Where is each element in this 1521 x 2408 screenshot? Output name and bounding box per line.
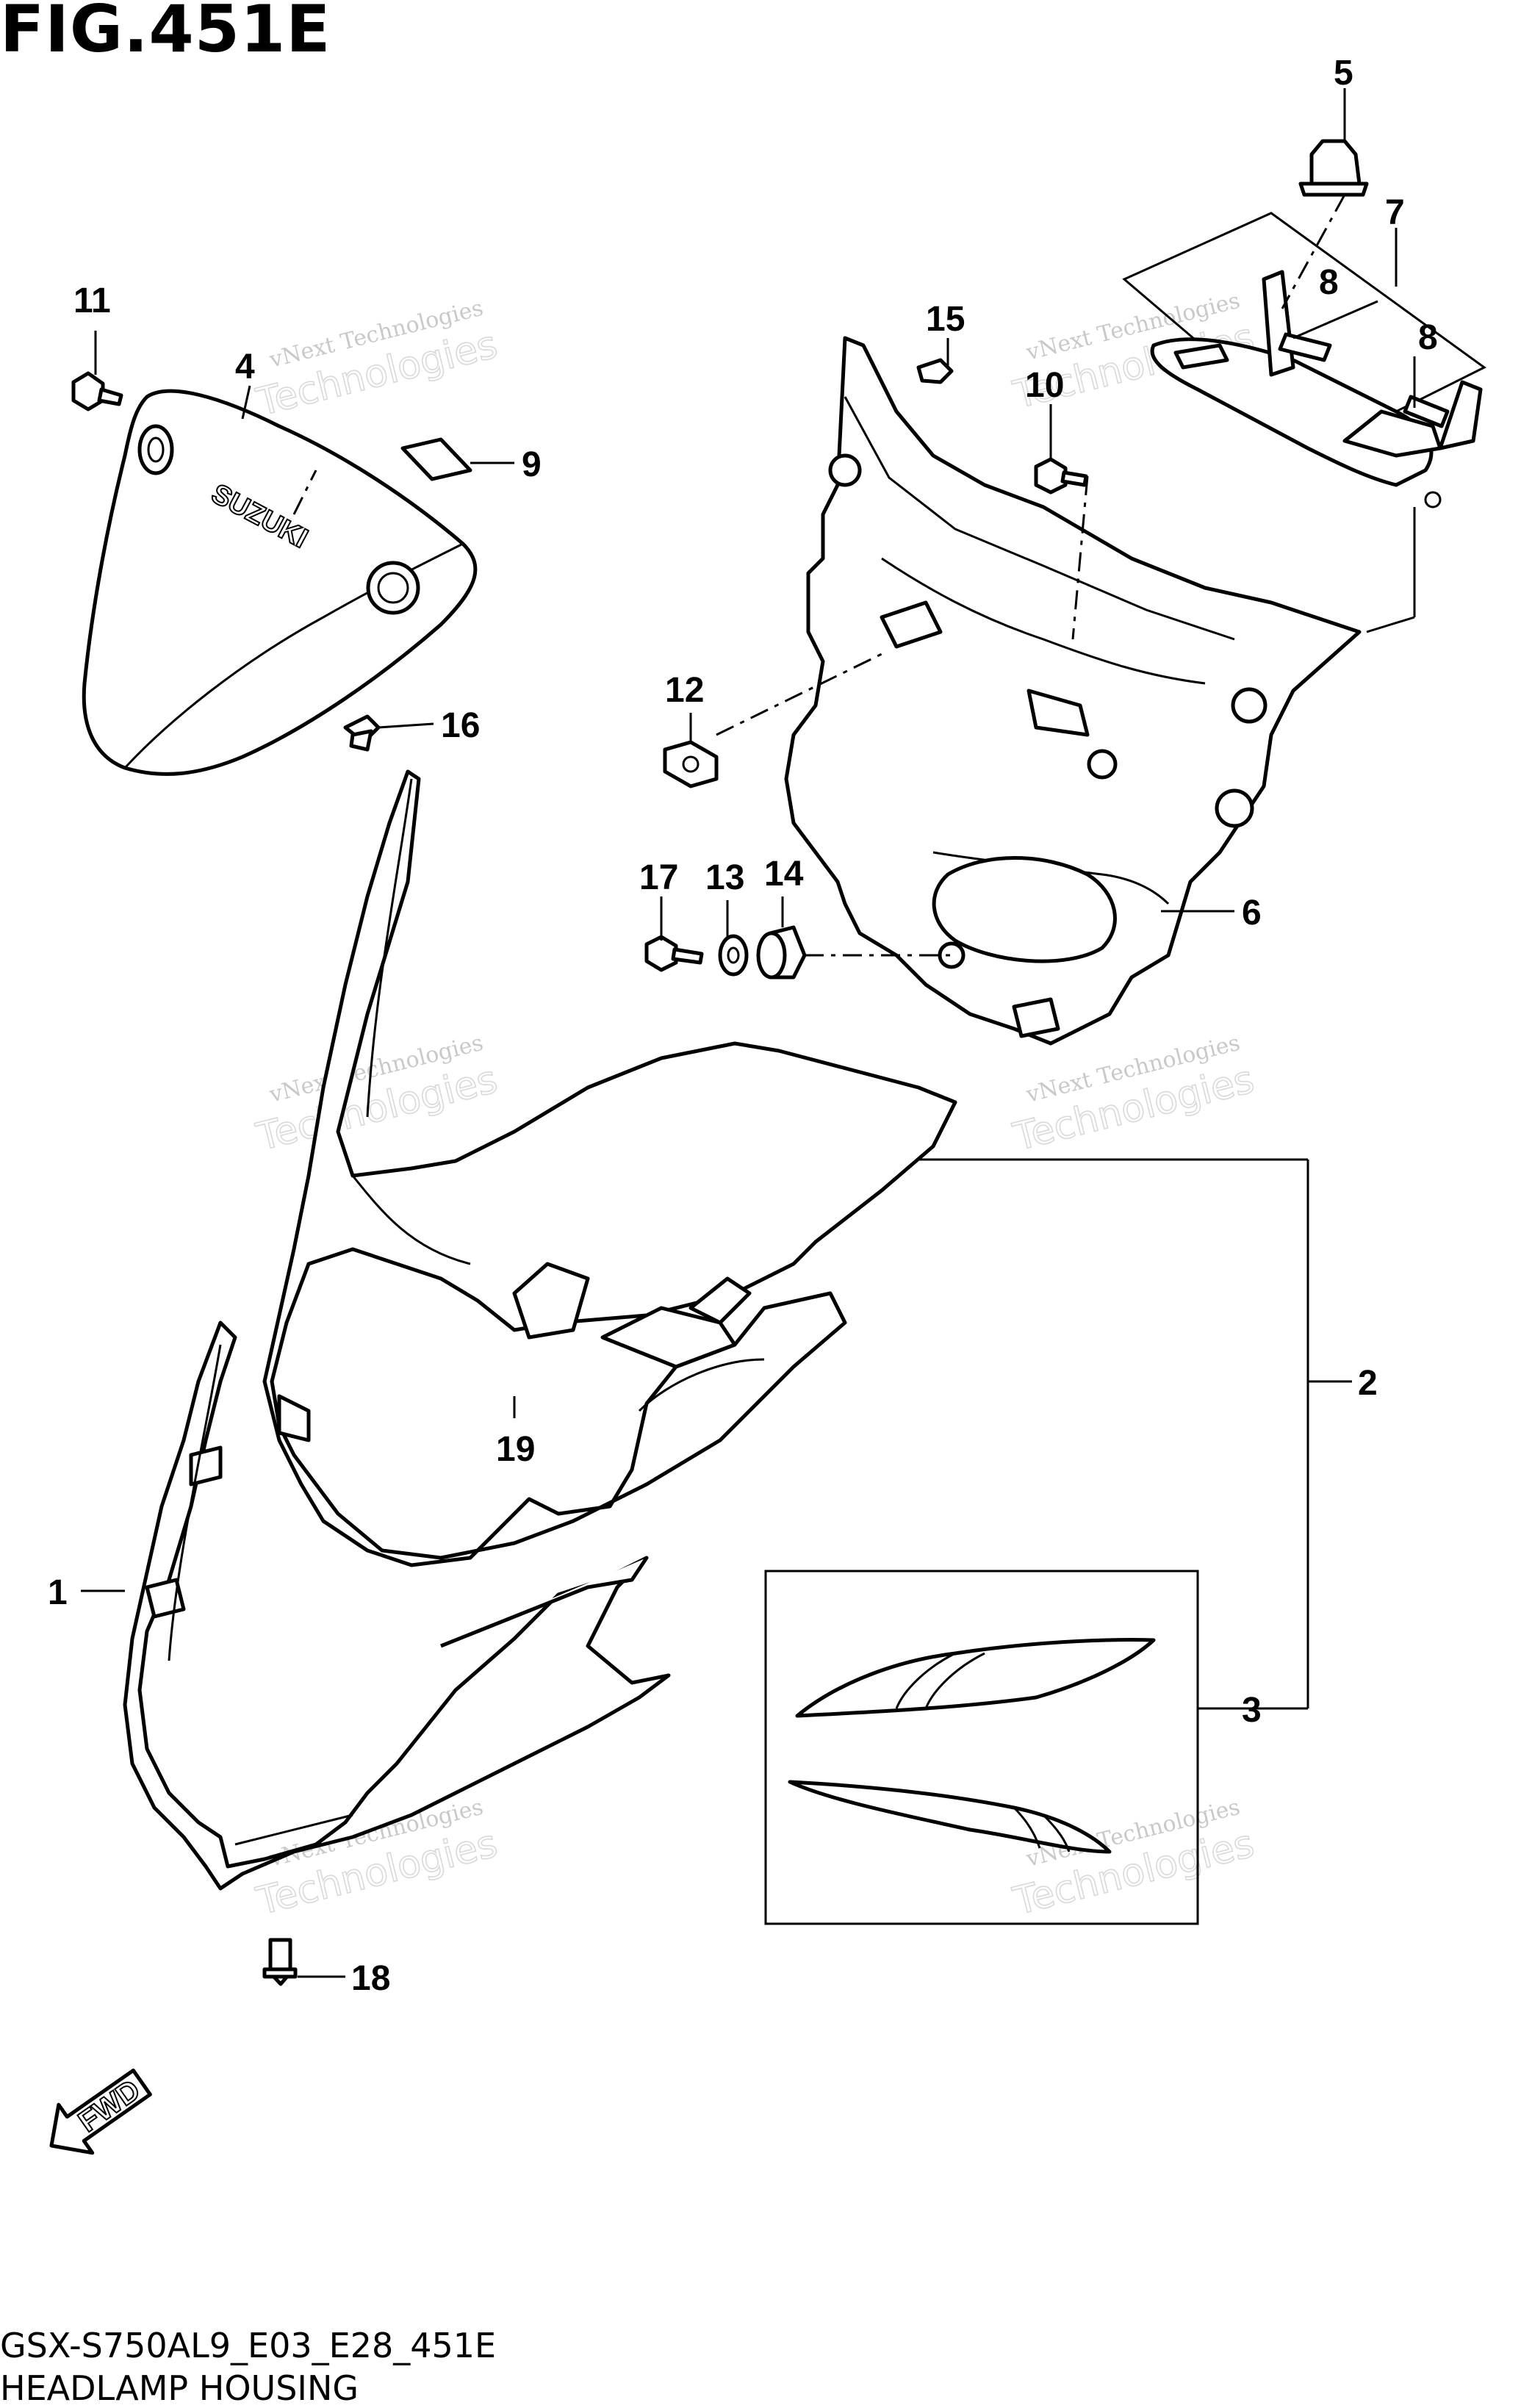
callout-label: 17: [639, 858, 678, 897]
callout-label: 5: [1334, 54, 1353, 93]
part-14-grommet: [756, 925, 807, 980]
part-15-fastener: [916, 358, 954, 384]
diagram-name: HEADLAMP HOUSING: [0, 2368, 359, 2408]
callout-label: 12: [665, 671, 704, 710]
callout-label: 14: [764, 855, 804, 894]
part-1-lower-cowl: [123, 1320, 671, 1891]
callout-label: 19: [496, 1430, 535, 1469]
part-9-pad: [400, 437, 472, 481]
part-visor: SUZUKI: [82, 389, 478, 776]
callout-label: 11: [73, 281, 111, 320]
figure-title: FIG.451E: [0, 0, 331, 67]
part-2-front-cowl: [262, 769, 957, 1567]
part-17-bolt: [644, 935, 704, 972]
callout-label: 3: [1242, 1691, 1262, 1730]
callout-label: 4: [235, 348, 255, 387]
callout-label: 16: [441, 706, 480, 745]
fwd-arrow-icon: FWD: [49, 2069, 152, 2155]
callouts: 1 2 3 4 5 6 7 8 8 9 10 11 12 13 14 15 16…: [48, 54, 1438, 1998]
model-code: GSX-S750AL9_E03_E28_451E: [0, 2326, 496, 2365]
part-12-nut: [663, 740, 719, 788]
callout-label: 15: [926, 300, 965, 339]
callout-label: 6: [1242, 894, 1262, 932]
part-16-clip: [343, 714, 381, 752]
callout-label: 13: [705, 858, 744, 897]
dashed-leaders: [292, 194, 1346, 957]
part-7-bracket-assembly: [1122, 212, 1486, 508]
callout-label: 2: [1358, 1364, 1378, 1403]
callout-label: 8: [1418, 318, 1438, 357]
callout-label: 10: [1025, 366, 1064, 405]
part-18-screw: [262, 1938, 298, 1986]
part-6-housing: [784, 336, 1362, 1046]
callout-label: 1: [48, 1573, 68, 1612]
part-3-decal-box: [764, 1570, 1199, 1925]
leader-lines: [81, 88, 1416, 1978]
part-13-washer: [718, 934, 749, 977]
callout-label: 18: [351, 1959, 390, 1998]
callout-label: 8: [1319, 263, 1339, 302]
callout-label: 7: [1385, 193, 1405, 232]
callout-label: 9: [522, 445, 542, 484]
part-11-bolt: [71, 371, 123, 411]
part-5-grommet: [1298, 139, 1369, 197]
part-10-bolt: [1034, 457, 1088, 495]
